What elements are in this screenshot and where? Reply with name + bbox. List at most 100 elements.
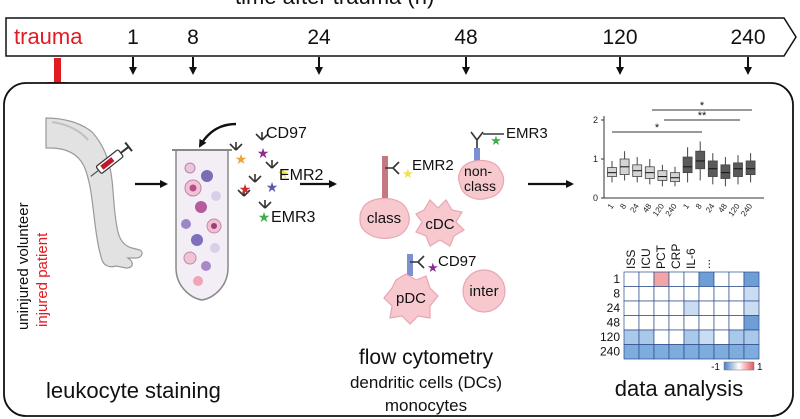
heatmap-cell (668, 344, 685, 360)
section-analysis-label: data analysis (615, 376, 743, 401)
svg-text:★: ★ (490, 133, 502, 148)
heatmap-legend-min: -1 (711, 362, 720, 373)
cell-nonclass: ★ (457, 131, 505, 200)
heatmap-cell (743, 286, 760, 302)
subject-volunteer-label: uninjured volunteer (15, 202, 32, 330)
heatmap-cell (743, 329, 760, 345)
timeline-point-120: 120 (602, 26, 637, 49)
boxplot-box (745, 160, 756, 175)
heatmap-cell (638, 300, 655, 316)
cell-inter (462, 269, 506, 313)
section-flow-line3: monocytes (385, 396, 467, 415)
heatmap-cell (668, 300, 685, 316)
boxplot-significance-mark: * (700, 100, 705, 112)
heatmap-cell (743, 300, 760, 316)
heatmap-cell (728, 271, 745, 287)
boxplot-xtick-label: 1 (606, 202, 616, 211)
boxplot-significance-mark: * (655, 122, 660, 134)
boxplot-box (607, 167, 617, 177)
heatmap-cell (713, 300, 730, 316)
heatmap-column-label: ISS (624, 250, 638, 269)
heatmap-cell (713, 271, 730, 287)
antibody-stars: ★ ★ ★ ★ ★ ★ (235, 145, 290, 225)
svg-text:★: ★ (239, 181, 252, 197)
heatmap-cell (623, 271, 640, 287)
heatmap-cell (653, 329, 670, 345)
boxplot-ytick-label: 0 (593, 193, 598, 203)
heatmap-row-label: 8 (613, 287, 620, 301)
svg-text:★: ★ (235, 151, 248, 167)
heatmap-cell (743, 315, 760, 331)
heatmap-cell (728, 329, 745, 345)
heatmap-column-label: ... (699, 259, 713, 269)
sample-tube (172, 149, 232, 301)
heatmap-cell (698, 329, 715, 345)
heatmap-cell (623, 315, 640, 331)
heatmap-cell (668, 286, 685, 302)
heatmap-column-label: PCT (654, 244, 668, 269)
svg-text:★: ★ (402, 166, 414, 181)
heatmap-cell (713, 329, 730, 345)
cell-class: ★ (359, 156, 414, 239)
svg-text:★: ★ (257, 145, 270, 161)
heatmap-cell (728, 300, 745, 316)
heatmap-cell (728, 286, 745, 302)
cell-nonclass-marker: EMR3 (506, 125, 548, 142)
cell-cdc (415, 199, 465, 247)
subject-patient-label: injured patient (34, 232, 51, 327)
antibody-label-emr3: EMR3 (271, 209, 316, 226)
heatmap-cell (653, 300, 670, 316)
cell-pdc-label: pDC (396, 290, 426, 307)
heatmap-cell (623, 329, 640, 345)
heatmap-cell (623, 344, 640, 360)
antibody-cluster (229, 132, 279, 209)
heatmap-cell (683, 315, 700, 331)
heatmap-cell (653, 344, 670, 360)
cell-class-marker: EMR2 (412, 157, 454, 174)
boxplot-ytick-label: 2 (593, 115, 598, 125)
timeline-start-label: trauma (14, 24, 83, 49)
curved-arrow-into-tube (198, 122, 237, 148)
timeline-point-8: 8 (187, 26, 199, 49)
heatmap-cell (698, 271, 715, 287)
heatmap-column-label: IL-6 (684, 248, 698, 269)
heatmap-cell (638, 271, 655, 287)
heatmap-cell (743, 344, 760, 360)
section-staining-label: leukocyte staining (46, 378, 221, 403)
heatmap-cell (728, 344, 745, 360)
heatmap-cell (698, 344, 715, 360)
heatmap-cell (653, 271, 670, 287)
heatmap-cell (683, 300, 700, 316)
heatmap-row-label: 24 (607, 301, 621, 315)
heatmap-column-label: CRP (669, 244, 683, 269)
heatmap-row-label: 120 (600, 330, 620, 344)
heatmap-cell (653, 315, 670, 331)
boxplot-box (657, 170, 668, 181)
heatmap-legend-bar (723, 361, 755, 371)
timeline-point-240: 240 (730, 26, 765, 49)
boxplot-box (670, 172, 680, 183)
heatmap-cell (698, 315, 715, 331)
heatmap-row-label: 240 (600, 345, 620, 359)
heatmap-row-label: 48 (607, 316, 621, 330)
heatmap-cell (668, 329, 685, 345)
heatmap-cell (683, 344, 700, 360)
heatmap-cell (683, 329, 700, 345)
boxplot-box (720, 164, 731, 179)
heatmap-cell (713, 344, 730, 360)
heatmap-cell (638, 315, 655, 331)
tube-cells (181, 162, 222, 286)
heatmap-cell (728, 315, 745, 331)
heatmap-cell (623, 286, 640, 302)
cell-pdc-marker: CD97 (438, 253, 476, 270)
boxplot-box (733, 162, 743, 177)
heatmap-cell (713, 315, 730, 331)
cell-cdc-label: cDC (425, 216, 454, 233)
heatmap-cell (623, 300, 640, 316)
heatmap-cell (653, 286, 670, 302)
timeline-point-1: 1 (127, 26, 139, 49)
boxplot-xtick-label: 8 (694, 202, 704, 211)
boxplot-xtick-label: 8 (618, 202, 628, 211)
